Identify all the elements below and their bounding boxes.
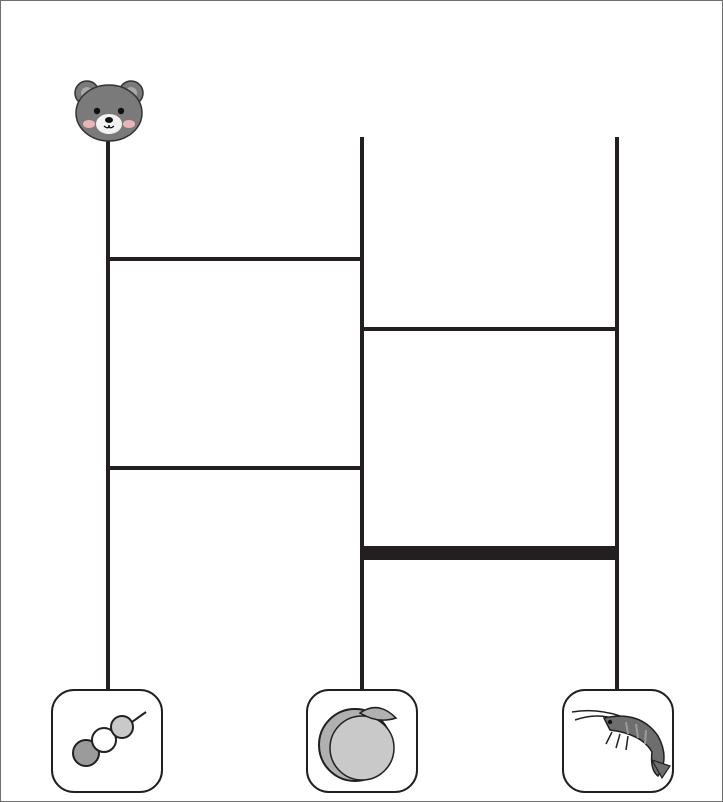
peach-icon (319, 708, 396, 781)
bear-face-icon (75, 81, 143, 141)
item-card-dango[interactable] (52, 690, 162, 792)
item-card-shrimp[interactable] (563, 690, 673, 792)
item-card-peach[interactable] (307, 690, 417, 792)
